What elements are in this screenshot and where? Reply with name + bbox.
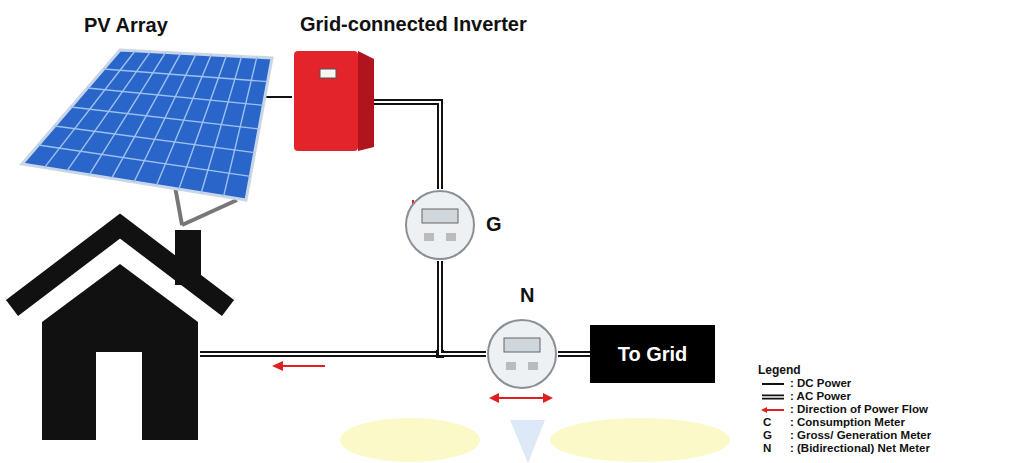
node-label: To Grid [618, 343, 688, 366]
wire-line [440, 261, 486, 354]
pv-array: PV Array [22, 50, 272, 210]
node-label: Grid-connected Inverter [300, 13, 527, 36]
ac-wire [440, 261, 486, 354]
wire-line [264, 96, 292, 98]
legend-samples [761, 384, 784, 413]
legend-ac-sample [762, 396, 784, 398]
legend-title: Legend [758, 364, 801, 377]
node-label: PV Array [84, 14, 168, 37]
meter-shape [486, 318, 558, 390]
grid-box: To Grid [590, 325, 715, 383]
house-body [42, 264, 198, 440]
meter: N [486, 318, 558, 390]
meter-body [406, 191, 474, 259]
legend-letter: G [763, 429, 772, 442]
wire-core [440, 261, 486, 354]
ac-wire [200, 351, 440, 357]
legend-letter: N [763, 442, 771, 455]
flow-arrow-head [489, 393, 499, 403]
flow-arrow [498, 397, 544, 399]
meter-display [422, 209, 458, 223]
watermark [340, 418, 730, 463]
legend-text: : AC Power [790, 390, 851, 403]
legend-text: : (Bidirectional) Net Meter [790, 442, 930, 455]
cell-line [71, 107, 259, 129]
legend-flow-sample [761, 407, 767, 413]
inverter-side [358, 51, 374, 151]
inverter-front [294, 51, 358, 151]
meter-body [488, 320, 556, 388]
legend-flow-sample [766, 409, 784, 411]
ac-wire [374, 102, 440, 189]
wire-core [558, 353, 590, 355]
watermark-shape [550, 418, 730, 462]
flow-arrow-head [543, 393, 553, 403]
inverter-display [320, 69, 336, 78]
wire-line [558, 351, 590, 357]
legend-text: : Gross/ Generation Meter [790, 429, 931, 442]
legend-text: : DC Power [790, 377, 851, 390]
panel-cells [38, 51, 267, 197]
meter: G [404, 189, 476, 261]
watermark-shape [340, 418, 480, 462]
ac-wire [558, 354, 590, 355]
meter-button [424, 233, 434, 241]
inverter-shape [292, 47, 374, 151]
meter-shape [404, 189, 476, 261]
meter-display [504, 338, 540, 352]
cell-line [104, 69, 268, 82]
cell-line [55, 126, 255, 153]
ac-wire [200, 353, 440, 355]
legend-ac-sample [762, 395, 784, 400]
meter-button [528, 362, 538, 370]
node-label: N [520, 284, 534, 307]
cell-line [38, 145, 250, 176]
pv-array-shape [22, 50, 272, 210]
ac-line-to-house [200, 354, 440, 355]
cell-line [87, 88, 263, 105]
wire-core [374, 102, 440, 189]
inverter: Grid-connected Inverter [292, 47, 374, 151]
watermark-shape [510, 420, 545, 463]
legend-text: : Direction of Power Flow [790, 403, 928, 416]
dc-wire [264, 97, 292, 98]
meter-button [506, 362, 516, 370]
node-label: G [486, 213, 502, 236]
legend-dc-sample [762, 383, 784, 385]
meter-button [446, 233, 456, 241]
legend-text: : Consumption Meter [790, 416, 905, 429]
wire-line [374, 102, 440, 189]
flow-arrow [282, 365, 325, 367]
legend-letter: C [763, 416, 771, 429]
house-icon [12, 226, 228, 440]
flow-arrow-head [272, 361, 283, 371]
house-door [96, 352, 142, 440]
solar-panel [22, 50, 272, 200]
